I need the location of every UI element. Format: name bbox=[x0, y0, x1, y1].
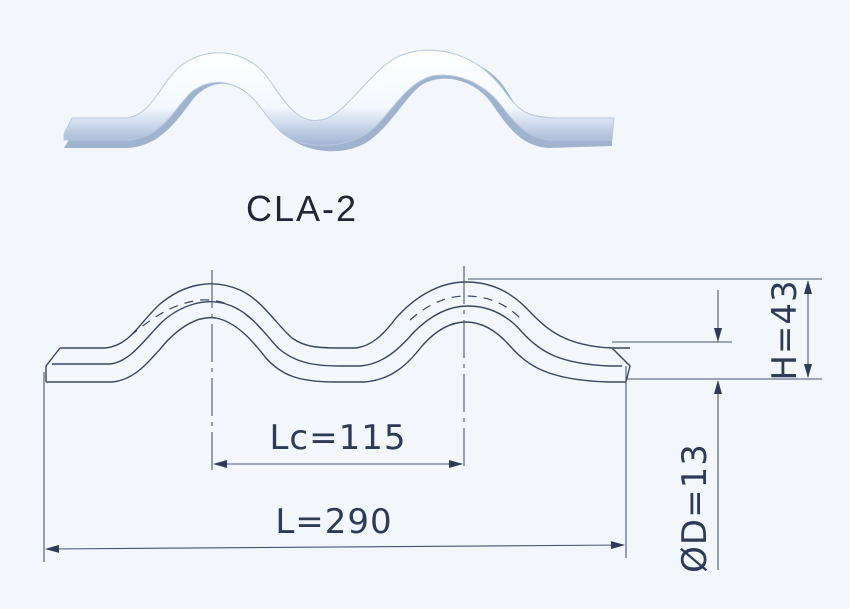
profile-right-end bbox=[611, 347, 631, 383]
profile-dashed-centerline bbox=[129, 295, 521, 337]
product-body bbox=[63, 49, 615, 146]
dimension-d: ØD=13 bbox=[612, 290, 732, 573]
d-dimension-label: ØD=13 bbox=[675, 443, 715, 573]
dimension-lc: Lc=115 bbox=[213, 418, 463, 468]
l-dimension-label: L=290 bbox=[275, 502, 392, 542]
lc-dimension-label: Lc=115 bbox=[269, 418, 406, 458]
product-illustration bbox=[63, 49, 615, 152]
profile-drawing bbox=[45, 266, 631, 470]
profile-inner-line bbox=[46, 316, 626, 383]
dimension-h: H=43 bbox=[468, 278, 822, 381]
profile-outer-line bbox=[60, 281, 630, 349]
dimension-l: L=290 bbox=[43, 366, 627, 562]
h-dimension-label: H=43 bbox=[765, 279, 805, 380]
profile-middle-line bbox=[52, 301, 622, 367]
profile-left-end bbox=[45, 347, 61, 382]
l-dimension-line bbox=[45, 541, 625, 553]
model-label: CLA-2 bbox=[246, 188, 358, 229]
